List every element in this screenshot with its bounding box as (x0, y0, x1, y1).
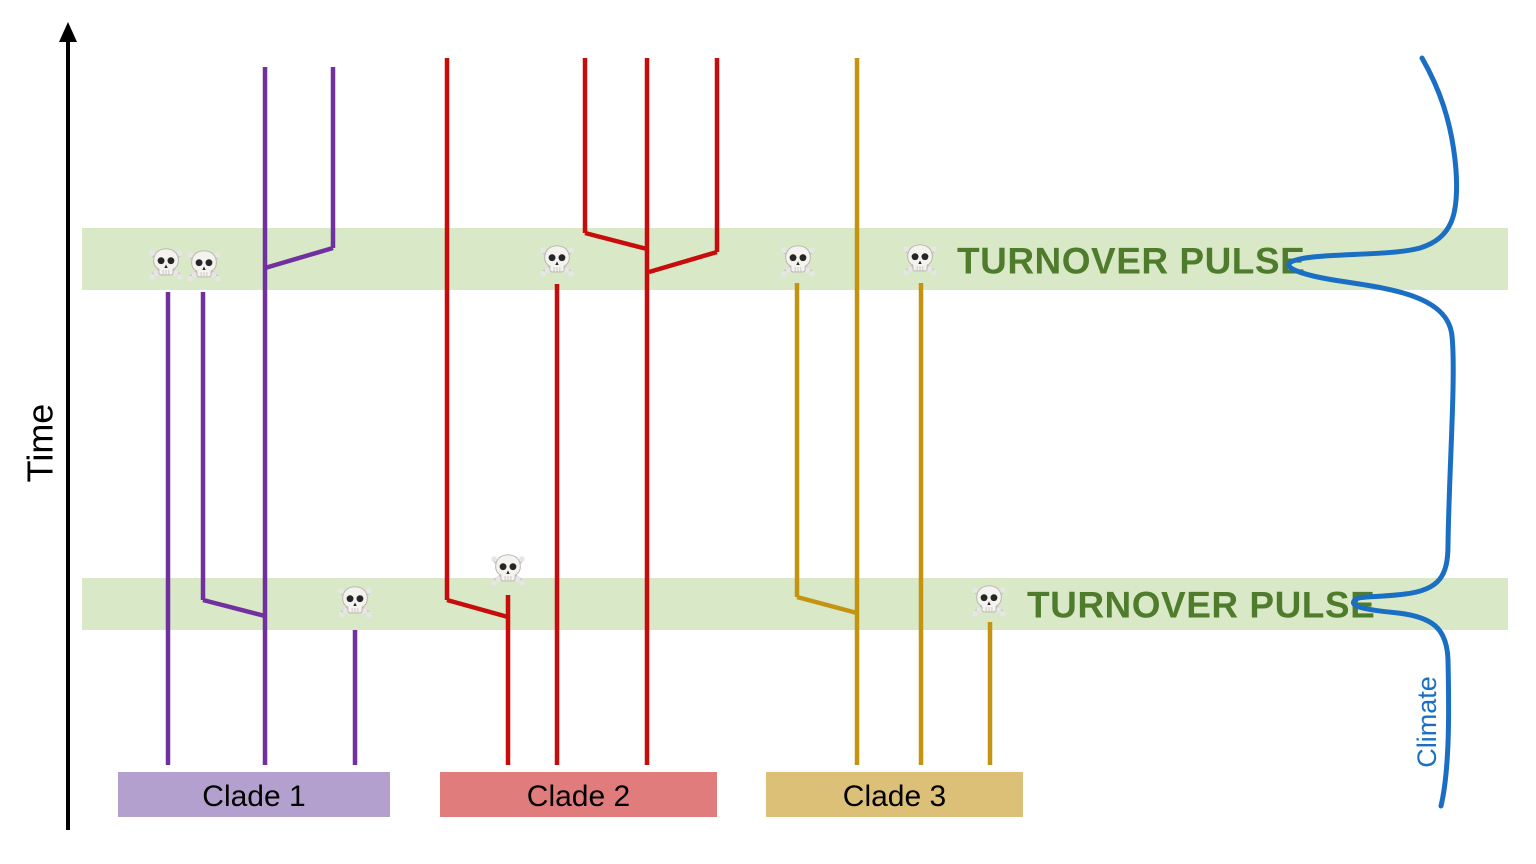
extinction-skull-icon (781, 246, 814, 277)
lineage-segment-clade-2 (584, 230, 648, 252)
clade-box-label-clade-3: Clade 3 (843, 780, 946, 813)
extinction-skull-icon (903, 245, 936, 276)
extinction-markers (149, 245, 1005, 618)
time-axis-arrowhead-icon (59, 22, 77, 42)
extinction-skull-icon (972, 586, 1005, 617)
lineage-segment-clade-2 (648, 249, 718, 275)
extinction-skull-icon (338, 587, 371, 618)
lineage-segment-clade-2 (446, 597, 509, 620)
extinction-skull-icon (187, 251, 220, 282)
extinction-skull-icon (149, 249, 182, 280)
clade-box-clade-2 (440, 772, 717, 817)
time-axis: Time (20, 22, 77, 830)
extinction-skull-icon (491, 555, 524, 586)
climate-curve (1286, 55, 1460, 809)
clade-box-label-clade-2: Clade 2 (527, 780, 630, 813)
climate-label: Climate (1412, 676, 1442, 768)
clade-box-clade-3 (766, 772, 1023, 817)
lineage-segment-clade-3 (796, 594, 858, 616)
clade-boxes: Clade 1 Clade 2 Clade 3 (118, 772, 1023, 817)
time-axis-label: Time (20, 404, 61, 483)
turnover-pulse-bands: TURNOVER PULSE TURNOVER PULSE (82, 228, 1508, 630)
lineage-segment-clade-1 (202, 597, 266, 619)
clade-box-label-clade-1: Clade 1 (202, 780, 305, 813)
climate-panel: Climate (1286, 55, 1460, 809)
turnover-pulse-label-1: TURNOVER PULSE (957, 241, 1305, 282)
clade-box-clade-1 (118, 772, 390, 817)
turnover-pulse-label-2: TURNOVER PULSE (1027, 585, 1375, 626)
lineage-segment-clade-1 (264, 245, 334, 271)
extinction-skull-icon (540, 246, 573, 277)
lineage-lines (165, 58, 993, 765)
